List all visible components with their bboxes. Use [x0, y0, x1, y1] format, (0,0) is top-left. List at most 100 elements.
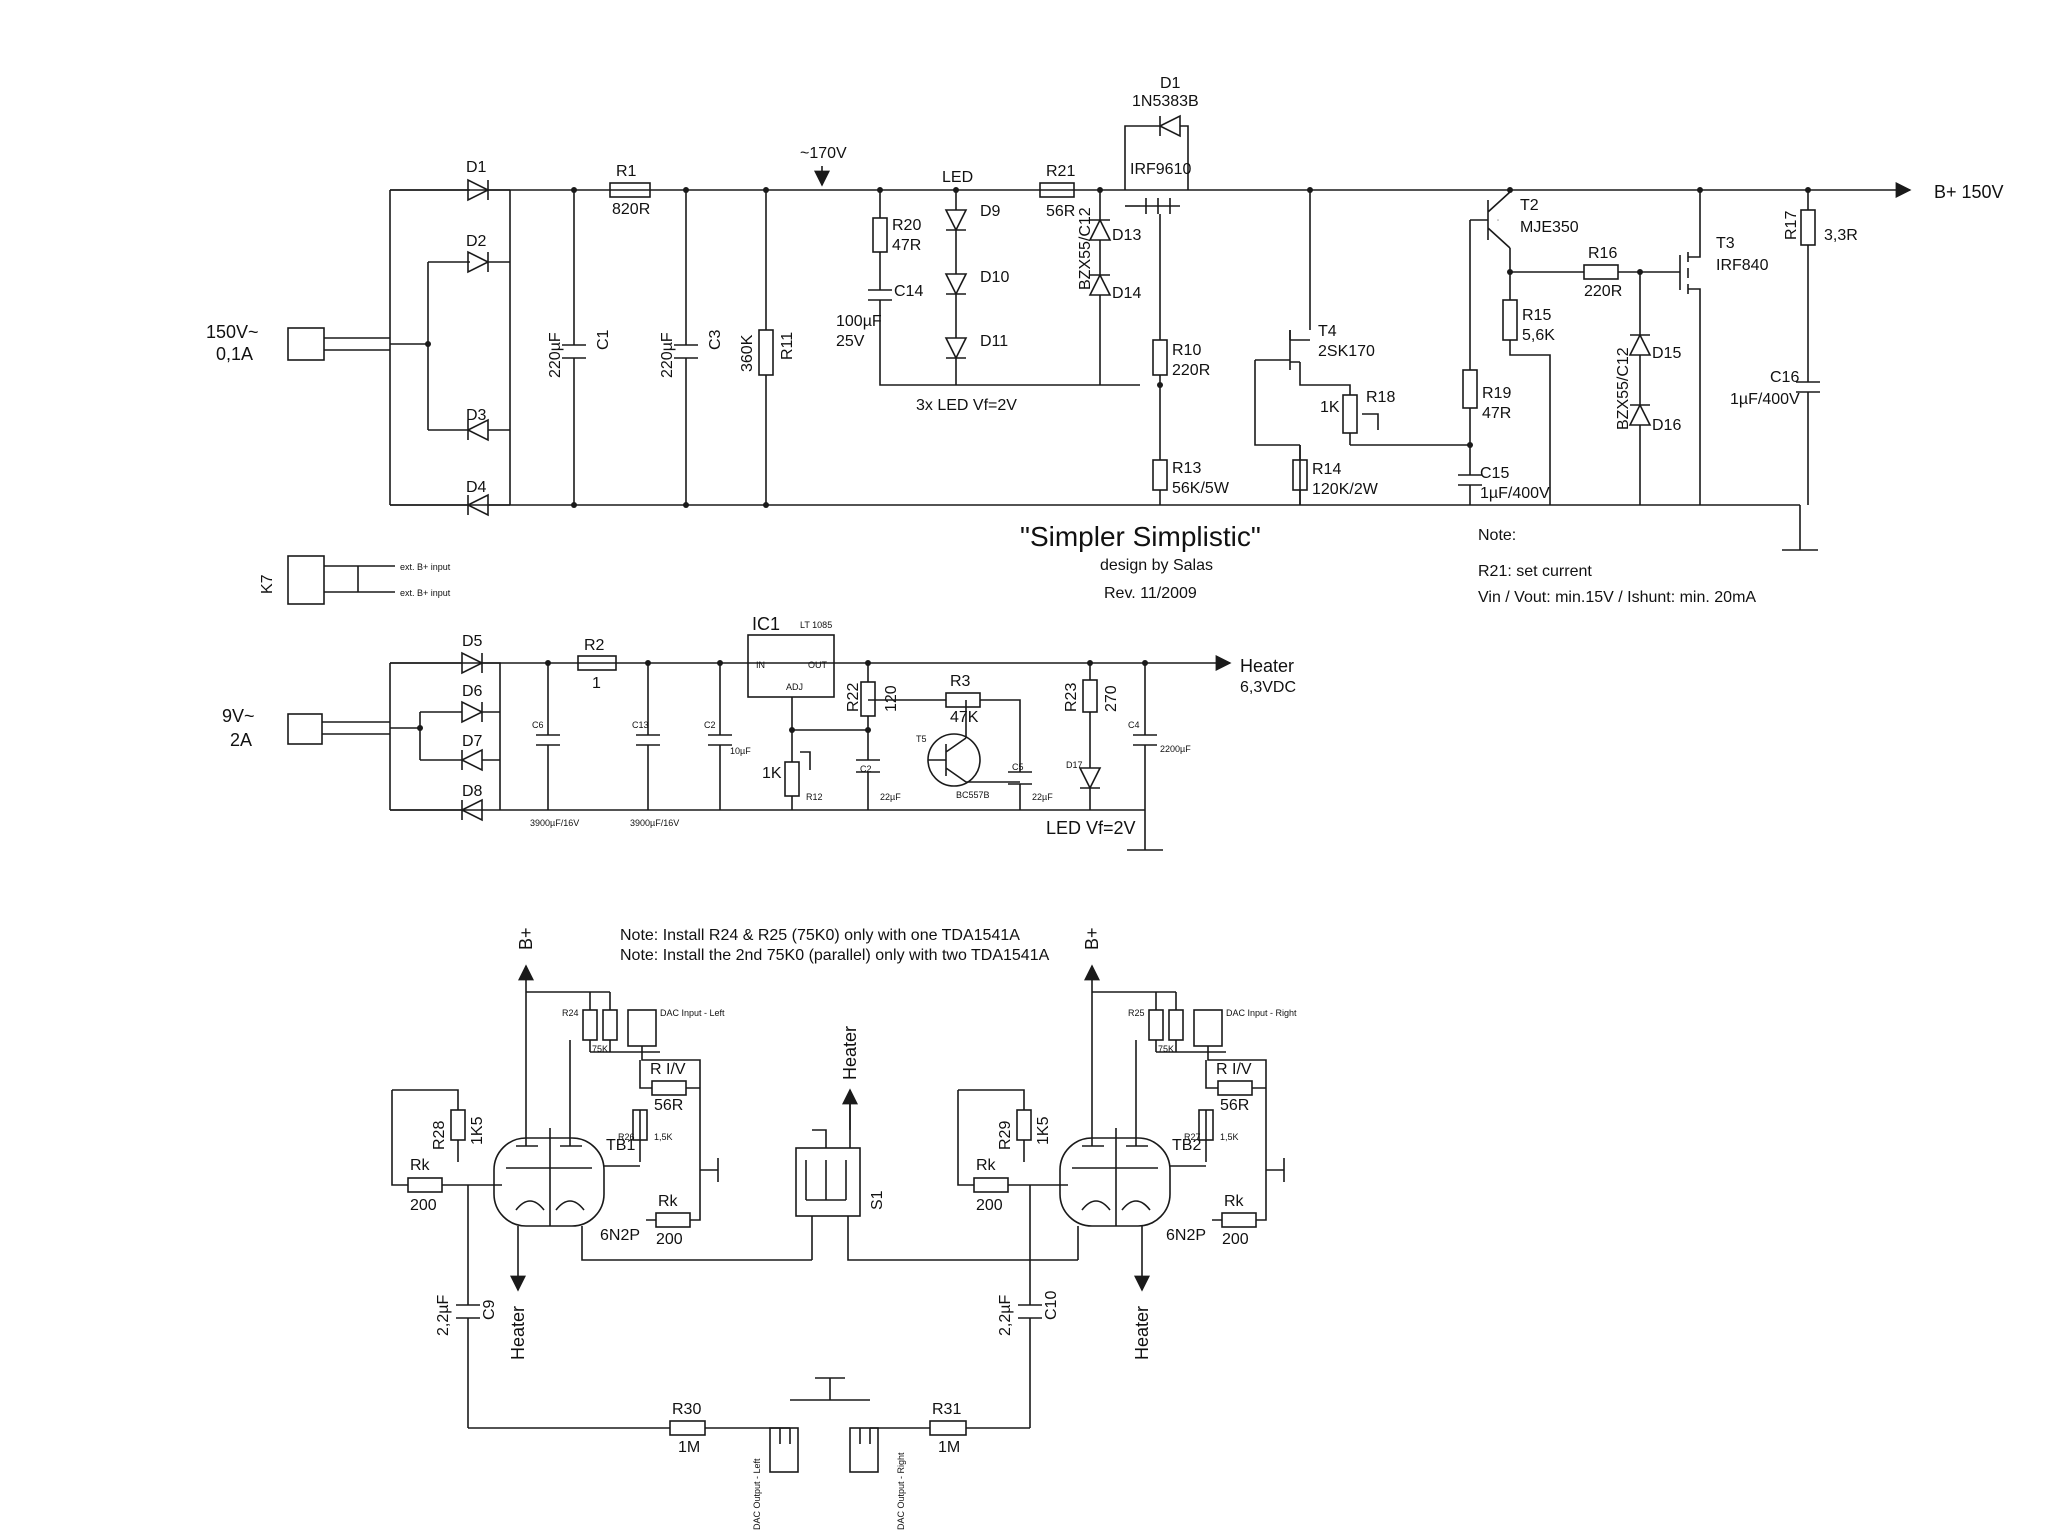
svg-text:2200µF: 2200µF — [1160, 744, 1191, 754]
svg-text:R20: R20 — [892, 217, 921, 234]
svg-text:1K: 1K — [1320, 399, 1340, 416]
svg-text:C14: C14 — [894, 283, 923, 300]
svg-text:ext. B+ input: ext. B+ input — [400, 562, 451, 572]
label-d2: D2 — [466, 233, 487, 250]
svg-text:IN: IN — [756, 660, 765, 670]
resistor-riv-left — [651, 1080, 687, 1096]
svg-text:R10: R10 — [1172, 342, 1201, 359]
svg-text:B+: B+ — [516, 927, 536, 950]
svg-text:R24: R24 — [562, 1008, 579, 1018]
mosfet-irf9610 — [1140, 198, 1180, 225]
dac-output-left[interactable] — [769, 1427, 799, 1473]
resistor-r31 — [929, 1420, 967, 1436]
svg-text:200: 200 — [1222, 1231, 1249, 1248]
resistor-r27 — [1198, 1109, 1214, 1141]
svg-text:47R: 47R — [1482, 405, 1511, 422]
resistor-rk-right-2 — [1221, 1212, 1257, 1228]
resistor-r21 — [1039, 182, 1075, 198]
note-vin-vout: Vin / Vout: min.15V / Ishunt: min. 20mA — [1478, 589, 1756, 606]
svg-text:1,5K: 1,5K — [1220, 1132, 1239, 1142]
svg-text:R23: R23 — [1063, 683, 1080, 712]
svg-text:270: 270 — [1103, 685, 1120, 712]
svg-text:Rk: Rk — [1224, 1193, 1245, 1210]
resistor-r24 — [582, 1009, 598, 1041]
capacitor-c4 — [1133, 663, 1157, 810]
svg-text:1: 1 — [592, 675, 601, 692]
svg-text:T5: T5 — [916, 734, 927, 744]
resistor-rk-left-2 — [655, 1212, 691, 1228]
svg-text:DAC Output - Right: DAC Output - Right — [896, 1452, 906, 1530]
svg-text:220R: 220R — [1584, 283, 1622, 300]
svg-text:R22: R22 — [845, 683, 862, 712]
capacitor-c15 — [1458, 408, 1482, 505]
svg-text:LED Vf=2V: LED Vf=2V — [1046, 818, 1136, 838]
label-d4: D4 — [466, 479, 487, 496]
resistor-r19 — [1462, 369, 1478, 409]
svg-text:DAC Input - Right: DAC Input - Right — [1226, 1008, 1297, 1018]
dac-input-left[interactable] — [627, 1009, 657, 1047]
svg-text:D11: D11 — [980, 333, 1008, 350]
svg-text:Rk: Rk — [658, 1193, 679, 1210]
svg-text:D10: D10 — [980, 269, 1009, 286]
svg-text:R I/V: R I/V — [650, 1061, 686, 1078]
svg-text:R15: R15 — [1522, 307, 1551, 324]
svg-text:BZX55/C12: BZX55/C12 — [1615, 347, 1632, 430]
svg-text:3,3R: 3,3R — [1824, 227, 1858, 244]
hv-input-connector[interactable] — [287, 327, 325, 361]
potentiometer-r18[interactable] — [1342, 394, 1358, 434]
right-channel: B+ R25 75K DAC Input - Right R I/V 56R R… — [849, 927, 1297, 1530]
svg-text:R18: R18 — [1366, 389, 1395, 406]
led-d11 — [944, 337, 968, 360]
svg-text:C13: C13 — [632, 720, 649, 730]
resistor-r22 — [860, 681, 876, 717]
svg-text:IRF9610: IRF9610 — [1130, 161, 1191, 178]
svg-text:1,5K: 1,5K — [654, 1132, 673, 1142]
svg-text:C5: C5 — [1012, 762, 1024, 772]
svg-text:5,6K: 5,6K — [1522, 327, 1555, 344]
svg-text:25V: 25V — [836, 333, 865, 350]
zener-d14 — [1088, 273, 1112, 296]
svg-text:2SK170: 2SK170 — [1318, 343, 1375, 360]
resistor-r23 — [1082, 679, 1098, 713]
svg-text:R2: R2 — [584, 637, 605, 654]
capacitor-c2 — [708, 663, 732, 810]
heater-ground-symbol — [1127, 810, 1163, 851]
note-r21: R21: set current — [1478, 563, 1592, 580]
heater-input-connector[interactable] — [287, 713, 323, 745]
capacitor-c3 — [674, 190, 698, 505]
resistor-r30 — [669, 1420, 706, 1436]
resistor-r3 — [945, 692, 981, 708]
heater-supply: 9V~ 2A D5 D6 D7 D8 C6 3900µF/16V R2 1 C1… — [222, 614, 1296, 851]
svg-text:56R: 56R — [1220, 1097, 1249, 1114]
svg-text:56R: 56R — [1046, 203, 1075, 220]
svg-text:22µF: 22µF — [880, 792, 901, 802]
svg-text:C2: C2 — [860, 764, 872, 774]
svg-text:R30: R30 — [672, 1401, 701, 1418]
dac-input-right[interactable] — [1193, 1009, 1223, 1047]
svg-text:IC1: IC1 — [752, 614, 780, 634]
switch-s1[interactable]: S1 Heater — [795, 1026, 1078, 1261]
design-credit: design by Salas — [1100, 557, 1213, 574]
dac-output-right[interactable] — [849, 1427, 879, 1473]
hv-input-current: 0,1A — [216, 344, 253, 364]
svg-text:T2: T2 — [1520, 197, 1539, 214]
note-tda-one: Note: Install R24 & R25 (75K0) only with… — [620, 927, 1020, 944]
potentiometer-r12[interactable] — [784, 761, 800, 797]
svg-text:D6: D6 — [462, 683, 483, 700]
schematic-title: "Simpler Simplistic" — [1020, 521, 1261, 552]
svg-text:1µF/400V: 1µF/400V — [1480, 485, 1550, 502]
k7-connector[interactable] — [287, 555, 325, 605]
svg-text:R12: R12 — [806, 792, 823, 802]
svg-text:R13: R13 — [1172, 460, 1201, 477]
svg-text:R19: R19 — [1482, 385, 1511, 402]
svg-text:IRF840: IRF840 — [1716, 257, 1769, 274]
label-c1-value: 220µF — [547, 332, 564, 378]
svg-text:LT 1085: LT 1085 — [800, 620, 832, 630]
led-d9 — [944, 209, 968, 232]
svg-text:R27: R27 — [1184, 1132, 1201, 1142]
svg-text:C9: C9 — [481, 1299, 498, 1320]
svg-text:Heater: Heater — [1132, 1306, 1152, 1360]
svg-text:200: 200 — [976, 1197, 1003, 1214]
diode-d7 — [460, 748, 483, 772]
resistor-riv-right — [1217, 1080, 1253, 1096]
